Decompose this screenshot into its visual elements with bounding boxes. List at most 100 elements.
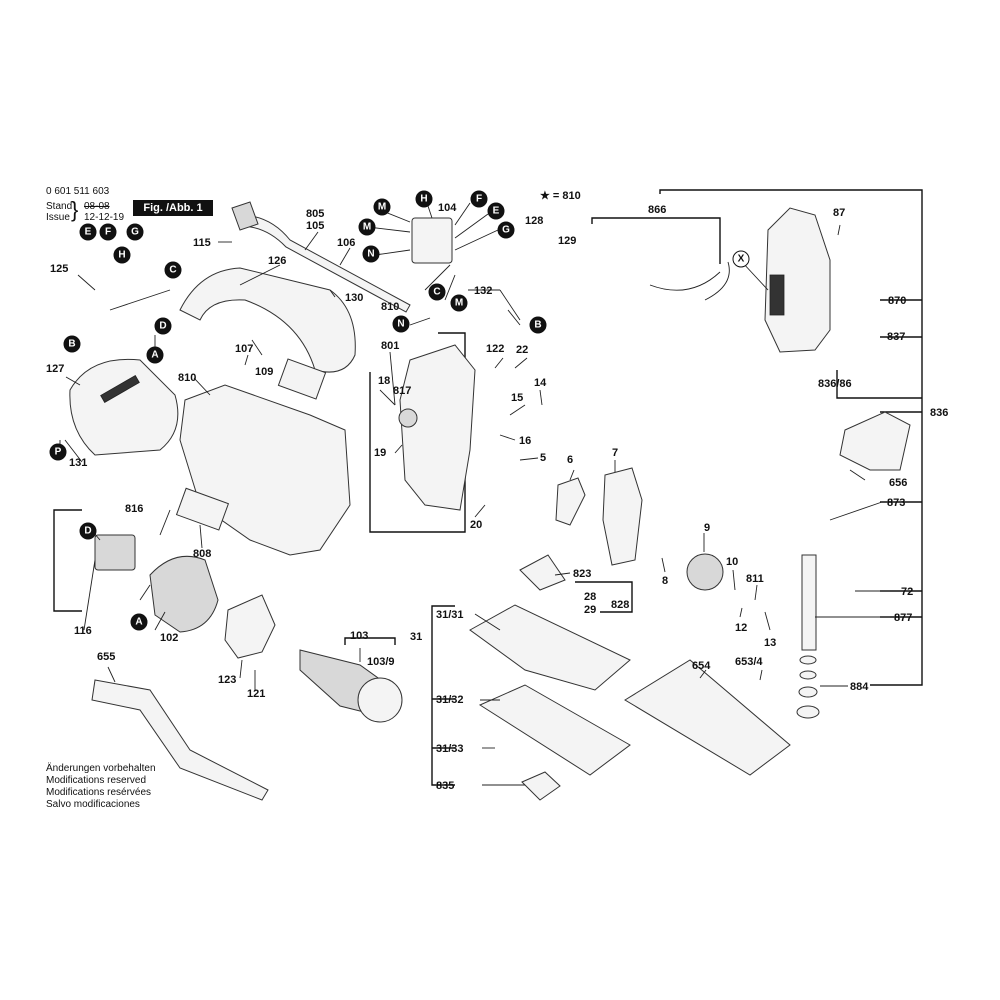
- arc-spring-1: [649, 271, 721, 291]
- part-label-823: 823: [573, 568, 591, 580]
- part-label-835: 835: [436, 780, 454, 792]
- callout-circle-a: [130, 613, 148, 631]
- part-label-8: 8: [662, 575, 668, 587]
- part-label-31-32: 31/32: [436, 694, 464, 706]
- part-label-22: 22: [516, 344, 528, 356]
- field-coil: [149, 555, 219, 633]
- switch-block: [411, 217, 453, 264]
- callout-letter-b: B: [534, 320, 541, 331]
- part-label-816: 816: [125, 503, 143, 515]
- part-label-654: 654: [692, 660, 711, 672]
- callout-letter-a: A: [135, 617, 142, 628]
- part-label-13: 13: [764, 637, 776, 649]
- part-label-7: 7: [612, 447, 618, 459]
- pendulum-lever: [602, 467, 643, 566]
- part-label-102: 102: [160, 632, 178, 644]
- callout-circle-p: [49, 443, 67, 461]
- callout-letter-f: F: [476, 194, 482, 205]
- callout-letter-d: D: [84, 526, 91, 537]
- callout-circle-b: [529, 316, 547, 334]
- frame-866: [591, 217, 721, 264]
- part-number: 0 601 511 603: [46, 186, 110, 197]
- callout-circle-c: [164, 261, 182, 279]
- part-label-131: 131: [69, 457, 87, 469]
- part-label-116: 116: [74, 625, 92, 637]
- frame-836-86: [836, 370, 922, 399]
- part-label-15: 15: [511, 392, 523, 404]
- dust-extraction-tube: [91, 679, 269, 801]
- motor-housing: [69, 358, 179, 456]
- part-label-28: 28: [584, 591, 596, 603]
- part-label-870: 870: [888, 295, 906, 307]
- part-label-10: 10: [726, 556, 738, 568]
- base-plate: [469, 604, 631, 691]
- part-label-129: 129: [558, 235, 576, 247]
- part-label-12: 12: [735, 622, 747, 634]
- part-label-72: 72: [901, 586, 913, 598]
- ring-1: [799, 655, 817, 665]
- note-fr: Modifications resérvées: [46, 787, 152, 798]
- bearing-817: [398, 408, 418, 428]
- part-label-655: 655: [97, 651, 115, 663]
- part-label-105: 105: [306, 220, 324, 232]
- part-label-87: 87: [833, 207, 845, 219]
- part-label-656: 656: [889, 477, 907, 489]
- part-label-836-86: 836/86: [818, 378, 852, 390]
- callout-circle-h: [415, 190, 433, 208]
- callout-letter-a: A: [151, 350, 158, 361]
- part-label-810: 810: [381, 301, 399, 313]
- header-brace: }: [71, 197, 79, 222]
- part-label-810: 810: [178, 372, 196, 384]
- gear-housing: [399, 344, 476, 511]
- issue-value: 12-12-19: [84, 212, 125, 223]
- part-label-866: 866: [648, 204, 666, 216]
- guide-roller-823: [519, 554, 566, 591]
- modification-notes: Änderungen vorbehalten Modifications res…: [46, 763, 156, 811]
- callout-letter-x: X: [738, 254, 745, 265]
- callout-circle-x: [732, 250, 750, 268]
- part-label-106: 106: [337, 237, 355, 249]
- part-label-16: 16: [519, 435, 531, 447]
- part-label-125: 125: [50, 263, 68, 275]
- part-label-18: 18: [378, 375, 390, 387]
- guide-plate: [624, 659, 791, 776]
- part-label-6: 6: [567, 454, 573, 466]
- callout-circle-g: [497, 221, 515, 239]
- upper-housing-x: [764, 207, 831, 353]
- note-es: Salvo modificaciones: [46, 799, 140, 810]
- callout-circle-f: [470, 190, 488, 208]
- callout-letter-m: M: [455, 298, 463, 309]
- issue-label: Issue: [46, 212, 70, 223]
- part-label-128: 128: [525, 215, 543, 227]
- callout-letter-m: M: [363, 222, 371, 233]
- callout-letter-d: D: [159, 321, 166, 332]
- part-label-9: 9: [704, 522, 710, 534]
- part-label-5: 5: [540, 452, 546, 464]
- callout-circle-h: [113, 246, 131, 264]
- part-label-828: 828: [611, 599, 629, 611]
- callout-circle-m: [358, 218, 376, 236]
- handle-bow: [179, 267, 356, 373]
- ring-2: [799, 670, 817, 680]
- callout-circle-m: [373, 198, 391, 216]
- callout-letter-h: H: [118, 250, 125, 261]
- part-label-877: 877: [894, 612, 912, 624]
- callout-circle-d: [154, 317, 172, 335]
- gear-wheel: [686, 553, 724, 591]
- clamp-835: [521, 771, 561, 801]
- callout-circle-m: [450, 294, 468, 312]
- part-label-109: 109: [255, 366, 273, 378]
- frame-31: [431, 605, 455, 786]
- part-label-107: 107: [235, 343, 253, 355]
- part-label-653-4: 653/4: [735, 656, 763, 668]
- frame-828: [575, 581, 633, 613]
- housing-vents: [769, 274, 785, 316]
- part-label-115: 115: [193, 237, 211, 249]
- callout-circle-b: [63, 335, 81, 353]
- motor-housing-vents: [100, 374, 140, 404]
- stand-old-value: 08-08: [84, 201, 110, 212]
- main-housing-half: [179, 384, 351, 556]
- ring-4: [796, 705, 820, 719]
